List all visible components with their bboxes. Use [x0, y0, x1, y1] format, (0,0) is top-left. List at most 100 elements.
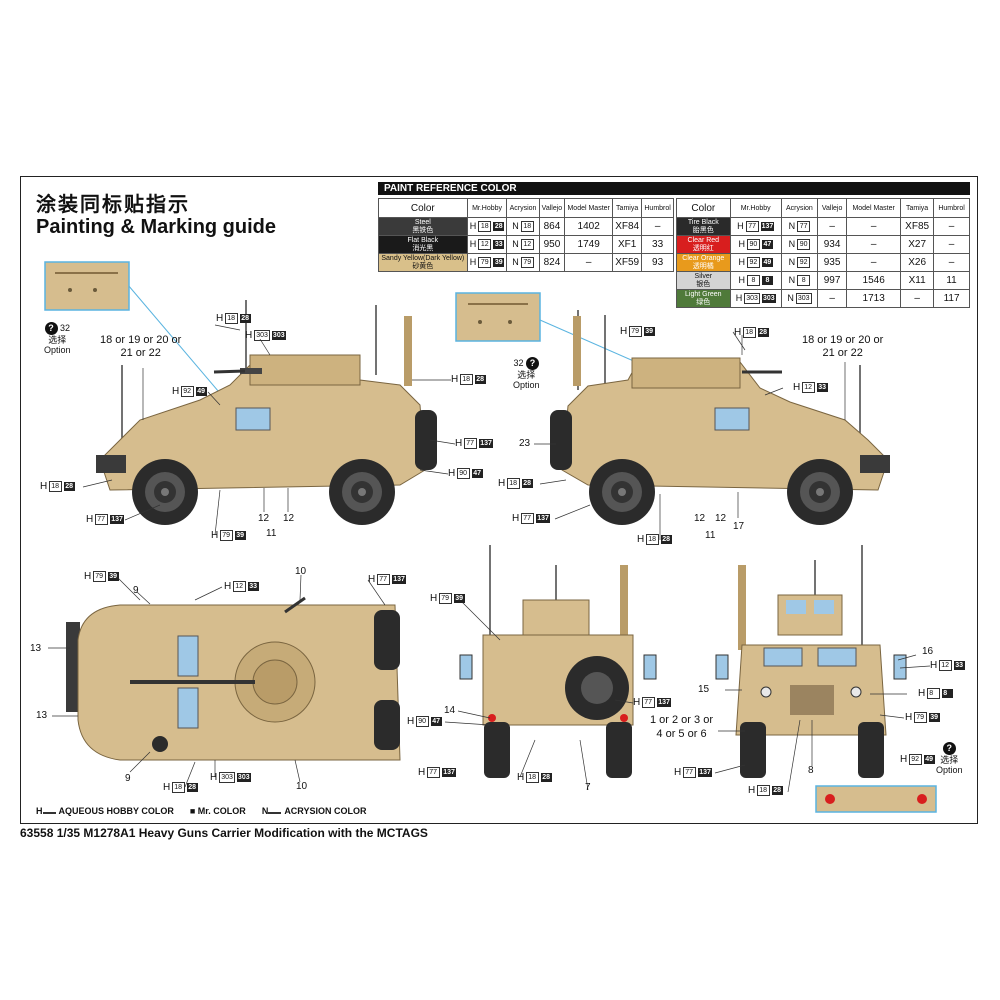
- part-number: 7: [585, 782, 591, 793]
- hobby-code: 77: [745, 220, 759, 232]
- vallejo-cell: 935: [817, 253, 848, 272]
- n-mark: N: [512, 257, 519, 268]
- h-mark: H: [905, 712, 913, 723]
- hobby-code: 77: [683, 767, 697, 778]
- h-mark: H: [469, 221, 477, 232]
- h-mark: H: [734, 327, 742, 338]
- humbrol-cell: 117: [933, 289, 970, 308]
- part-number: 14: [444, 705, 456, 716]
- n-mark: N: [788, 221, 796, 232]
- color-name-cn: 绿色: [696, 298, 711, 306]
- h-mark: H: [738, 239, 745, 250]
- title-chinese: 涂装同标贴指示: [36, 192, 190, 216]
- question-icon: ?: [44, 322, 58, 335]
- mr-code: 39: [235, 531, 247, 540]
- h-mark: H: [211, 530, 219, 541]
- color-name-cn: 银色: [696, 280, 711, 288]
- hobby-code: 18: [743, 327, 757, 338]
- hobby-code: 18: [507, 478, 521, 489]
- title-english: Painting & Marking guide: [36, 216, 277, 238]
- h-mark: H: [224, 581, 232, 592]
- hobby-code: 77: [464, 438, 478, 449]
- hobby-code: 303: [744, 292, 760, 304]
- legend-label: Mr. COLOR: [197, 806, 246, 816]
- hobby-code: 90: [746, 238, 760, 250]
- hobby-code: 18: [757, 785, 771, 796]
- legend-mark: H: [36, 806, 43, 816]
- color-name-cn: 消光黑: [412, 244, 434, 252]
- h-mark: H: [793, 382, 801, 393]
- hobby-code: 12: [233, 581, 247, 592]
- part-number: 23: [519, 438, 531, 449]
- option-number: 32: [513, 358, 524, 368]
- mr-code: 28: [64, 482, 76, 491]
- mr-code: 137: [760, 221, 775, 231]
- option-label: Option: [513, 380, 540, 390]
- hobby-code: 18: [172, 782, 186, 793]
- legend-label: AQUEOUS HOBBY COLOR: [58, 806, 174, 816]
- mr-code: 47: [472, 469, 484, 478]
- mr-code: 39: [644, 327, 656, 336]
- h-mark: H: [407, 716, 415, 727]
- mr-code: 28: [661, 535, 673, 544]
- vallejo-cell: 934: [817, 235, 848, 254]
- color-name-cn: 黑铁色: [412, 226, 434, 234]
- h-mark: H: [216, 313, 224, 324]
- option-cn: 选择: [48, 335, 67, 345]
- part-number: 12: [283, 513, 295, 524]
- legend-hobby: H AQUEOUS HOBBY COLOR: [36, 806, 174, 816]
- acrysion-number: 77: [797, 220, 811, 232]
- hobby-code: 92: [909, 754, 923, 765]
- part-number: 10: [296, 781, 308, 792]
- color-name: Steel: [414, 218, 431, 226]
- tamiya-cell: XF59: [612, 253, 643, 272]
- mr-code: 49: [924, 755, 936, 764]
- mr-code: 137: [442, 768, 456, 777]
- mr-code: 33: [493, 239, 505, 249]
- hobby-code: 303: [219, 772, 235, 783]
- mr-code: 303: [761, 293, 776, 303]
- h-mark: H: [210, 772, 218, 783]
- legend-mark: N: [261, 806, 269, 816]
- hobby-code: 8: [927, 688, 941, 699]
- mr-code: 39: [929, 713, 941, 722]
- part-number: 12: [258, 513, 270, 524]
- h-mark: H: [633, 697, 641, 708]
- detail-inset-left: [44, 261, 130, 311]
- h-mark: H: [918, 688, 926, 699]
- h-mark: H: [738, 257, 745, 268]
- color-name-cn: 砂黄色: [412, 262, 434, 270]
- mr-code: 8: [761, 275, 773, 285]
- mr-code: 28: [187, 783, 199, 792]
- hobby-code: 77: [95, 514, 109, 525]
- h-mark: H: [40, 481, 48, 492]
- h-mark: H: [84, 571, 92, 582]
